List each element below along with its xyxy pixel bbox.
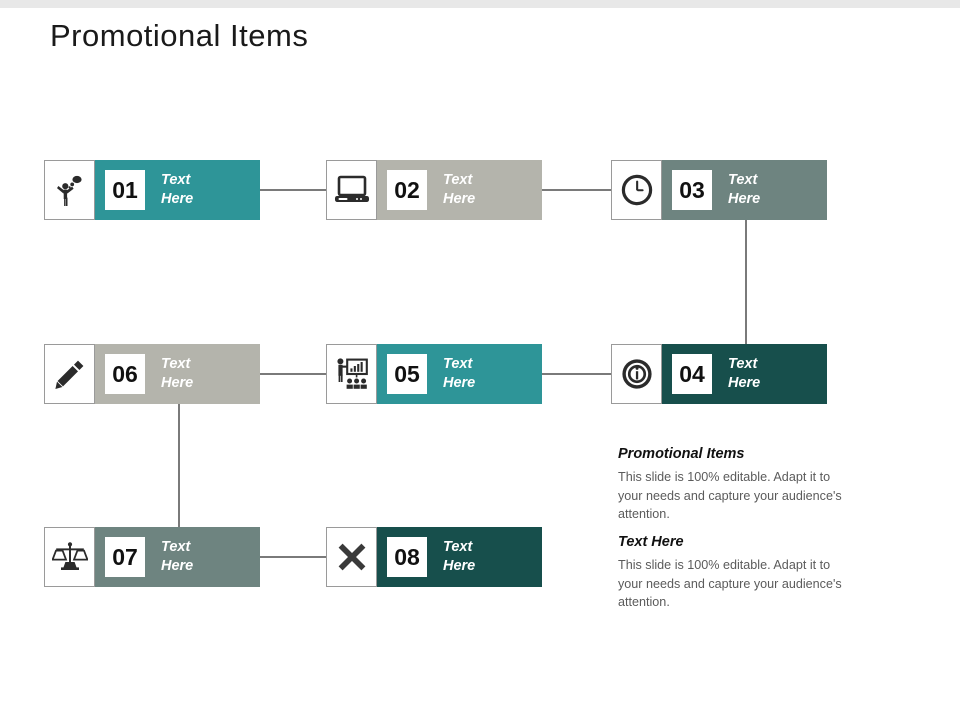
connector-07-to-08 [260,556,326,558]
process-item-02[interactable]: 02 Text Here [326,160,542,220]
text-panel-body-2: This slide is 100% editable. Adapt it to… [618,557,842,610]
process-item-number-07: 07 [105,537,145,577]
connector-06-to-07 [178,404,180,527]
process-item-number-01: 01 [105,170,145,210]
process-item-label-05: Text Here [443,356,476,391]
process-item-label-01: Text Here [161,172,194,207]
process-item-07[interactable]: 07 Text Here [44,527,260,587]
process-item-bar-02: 02 Text Here [377,160,542,220]
process-item-number-02: 02 [387,170,427,210]
text-panel-body-1: This slide is 100% editable. Adapt it to… [618,470,842,522]
process-item-number-08: 08 [387,537,427,577]
connector-02-to-03 [542,189,611,191]
process-item-bar-01: 01 Text Here [95,160,260,220]
connector-01-to-02 [260,189,326,191]
process-item-bar-05: 05 Text Here [377,344,542,404]
process-item-number-05: 05 [387,354,427,394]
process-item-label-06: Text Here [161,356,194,391]
process-item-01[interactable]: 01 Text Here [44,160,260,220]
process-item-label-03: Text Here [728,172,761,207]
text-panel-heading-1: Promotional Items [618,446,745,462]
process-item-label-07: Text Here [161,539,194,574]
process-item-label-02: Text Here [443,172,476,207]
info-circle-icon [611,344,662,404]
connector-04-to-05 [542,373,611,375]
process-item-bar-06: 06 Text Here [95,344,260,404]
clock-icon [611,160,662,220]
process-item-06[interactable]: 06 Text Here [44,344,260,404]
presentation-icon [326,344,377,404]
process-item-label-04: Text Here [728,356,761,391]
person-idea-icon [44,160,95,220]
process-item-05[interactable]: 05 Text Here [326,344,542,404]
process-item-bar-08: 08 Text Here [377,527,542,587]
text-panel-heading-2: Text Here [618,533,684,550]
process-item-number-04: 04 [672,354,712,394]
process-item-03[interactable]: 03 Text Here [611,160,827,220]
process-item-number-06: 06 [105,354,145,394]
page-title: Promotional Items [50,18,309,53]
laptop-icon [326,160,377,220]
scales-icon [44,527,95,587]
pencil-icon [44,344,95,404]
process-item-08[interactable]: 08 Text Here [326,527,542,587]
process-item-number-03: 03 [672,170,712,210]
process-item-04[interactable]: 04 Text Here [611,344,827,404]
process-item-bar-04: 04 Text Here [662,344,827,404]
process-item-label-08: Text Here [443,539,476,574]
connector-03-to-04 [745,220,747,344]
process-item-bar-07: 07 Text Here [95,527,260,587]
top-band [0,0,960,8]
cross-icon [326,527,377,587]
process-item-bar-03: 03 Text Here [662,160,827,220]
connector-05-to-06 [260,373,326,375]
text-panel: Promotional Items This slide is 100% edi… [618,446,858,622]
